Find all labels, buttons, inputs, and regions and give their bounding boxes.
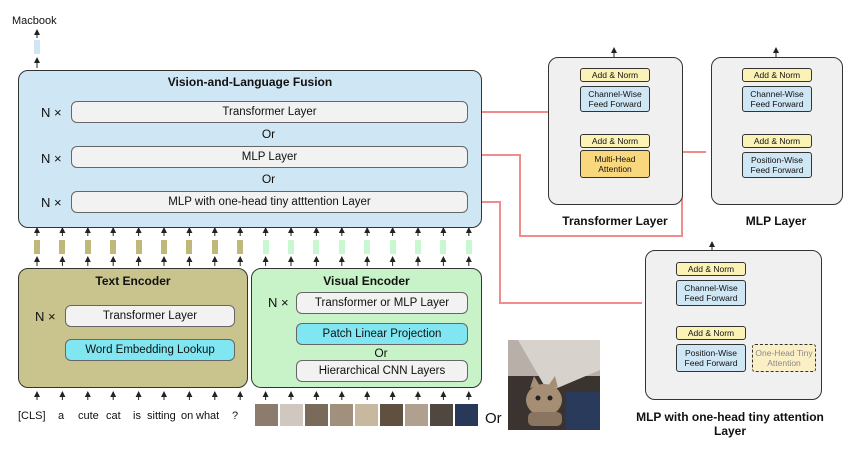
image-patch bbox=[430, 404, 453, 426]
text-encoder-nx: N × bbox=[35, 309, 56, 324]
token-a: a bbox=[58, 410, 65, 422]
token-sitting: sitting bbox=[147, 410, 176, 422]
image-or: Or bbox=[485, 410, 502, 427]
visual-or: Or bbox=[374, 346, 388, 360]
token-cls: [CLS] bbox=[18, 410, 46, 422]
cat-laptop-image bbox=[508, 340, 600, 430]
tf-feed-forward: Channel-Wise Feed Forward bbox=[580, 86, 650, 112]
output-label: Macbook bbox=[12, 15, 57, 27]
image-patch bbox=[280, 404, 303, 426]
token-embedding-bar bbox=[237, 240, 244, 254]
token-embedding-bar bbox=[262, 240, 269, 254]
tiny-one-head-attention: One-Head Tiny Attention bbox=[752, 344, 816, 372]
token-embedding-bar bbox=[313, 240, 320, 254]
image-patch bbox=[405, 404, 428, 426]
token-embedding-bar bbox=[288, 240, 294, 254]
hierarchical-cnn-layers[interactable]: Hierarchical CNN Layers bbox=[296, 360, 468, 382]
tiny-add-norm-bottom: Add & Norm bbox=[676, 326, 746, 340]
tiny-block-caption: MLP with one-head tiny attention Layer bbox=[636, 410, 824, 438]
token-embedding-bar bbox=[59, 240, 66, 254]
token-embedding-bar bbox=[415, 240, 421, 254]
mlp-channel-feed-forward: Channel-Wise Feed Forward bbox=[742, 86, 812, 112]
fusion-panel: Vision-and-Language Fusion N × Transform… bbox=[18, 70, 482, 228]
token-embedding-bar bbox=[34, 240, 40, 254]
word-embedding-lookup[interactable]: Word Embedding Lookup bbox=[65, 339, 235, 361]
fusion-or-2: Or bbox=[261, 172, 276, 186]
text-transformer-layer[interactable]: Transformer Layer bbox=[65, 305, 235, 327]
transformer-block-caption: Transformer Layer bbox=[562, 214, 668, 228]
token-embedding-bar bbox=[186, 240, 193, 254]
fusion-mlp-layer[interactable]: MLP Layer bbox=[71, 146, 468, 168]
token-question: ? bbox=[232, 410, 239, 422]
image-patch bbox=[305, 404, 328, 426]
image-patch bbox=[255, 404, 278, 426]
mlp-add-norm-bottom: Add & Norm bbox=[742, 134, 812, 148]
token-embedding-bar bbox=[211, 240, 218, 254]
visual-encoder-title: Visual Encoder bbox=[323, 274, 410, 288]
fusion-nx-2: N × bbox=[41, 151, 62, 166]
tf-add-norm-bottom: Add & Norm bbox=[580, 134, 650, 148]
token-is: is bbox=[133, 410, 141, 422]
image-patch bbox=[355, 404, 378, 426]
token-cat: cat bbox=[106, 410, 121, 422]
patch-linear-projection[interactable]: Patch Linear Projection bbox=[296, 323, 468, 345]
fusion-title: Vision-and-Language Fusion bbox=[167, 75, 333, 89]
tiny-channel-feed-forward: Channel-Wise Feed Forward bbox=[676, 280, 746, 306]
pink-arrow-mlp bbox=[458, 147, 706, 237]
token-cute: cute bbox=[78, 410, 99, 422]
visual-encoder-panel: Visual Encoder N × Transformer or MLP La… bbox=[251, 268, 482, 388]
token-embedding-bar bbox=[389, 240, 396, 254]
mlp-position-feed-forward: Position-Wise Feed Forward bbox=[742, 152, 812, 178]
visual-transformer-mlp-layer[interactable]: Transformer or MLP Layer bbox=[296, 292, 468, 314]
fusion-tiny-attention-layer[interactable]: MLP with one-head tiny atttention Layer bbox=[71, 191, 468, 213]
fusion-transformer-layer[interactable]: Transformer Layer bbox=[71, 101, 468, 123]
image-patch bbox=[455, 404, 478, 426]
fusion-nx-1: N × bbox=[41, 105, 62, 120]
text-encoder-title: Text Encoder bbox=[95, 274, 171, 288]
image-patch bbox=[380, 404, 403, 426]
token-on: on bbox=[181, 410, 194, 422]
fusion-or-1: Or bbox=[261, 127, 276, 141]
image-patches bbox=[255, 404, 478, 426]
image-patch bbox=[330, 404, 353, 426]
token-embedding-bar bbox=[84, 240, 91, 254]
token-embedding-bar bbox=[135, 240, 142, 254]
token-embedding-bar bbox=[440, 240, 447, 254]
token-embedding-bar bbox=[161, 240, 167, 254]
fusion-nx-3: N × bbox=[41, 195, 62, 210]
text-encoder-panel: Text Encoder N × Transformer Layer Word … bbox=[18, 268, 248, 388]
token-what: what bbox=[196, 410, 220, 422]
tf-add-norm-top: Add & Norm bbox=[580, 68, 650, 82]
mlp-add-norm-top: Add & Norm bbox=[742, 68, 812, 82]
tf-multi-head-attention: Multi-Head Attention bbox=[580, 150, 650, 178]
visual-encoder-nx: N × bbox=[268, 295, 289, 310]
tiny-add-norm-top: Add & Norm bbox=[676, 262, 746, 276]
mlp-block-caption: MLP Layer bbox=[745, 214, 807, 228]
tiny-position-feed-forward: Position-Wise Feed Forward bbox=[676, 344, 746, 372]
token-embedding-bar bbox=[338, 240, 345, 254]
token-embedding-bar bbox=[364, 240, 371, 254]
token-embedding-bar bbox=[110, 240, 117, 254]
token-embedding-bar bbox=[465, 240, 472, 254]
